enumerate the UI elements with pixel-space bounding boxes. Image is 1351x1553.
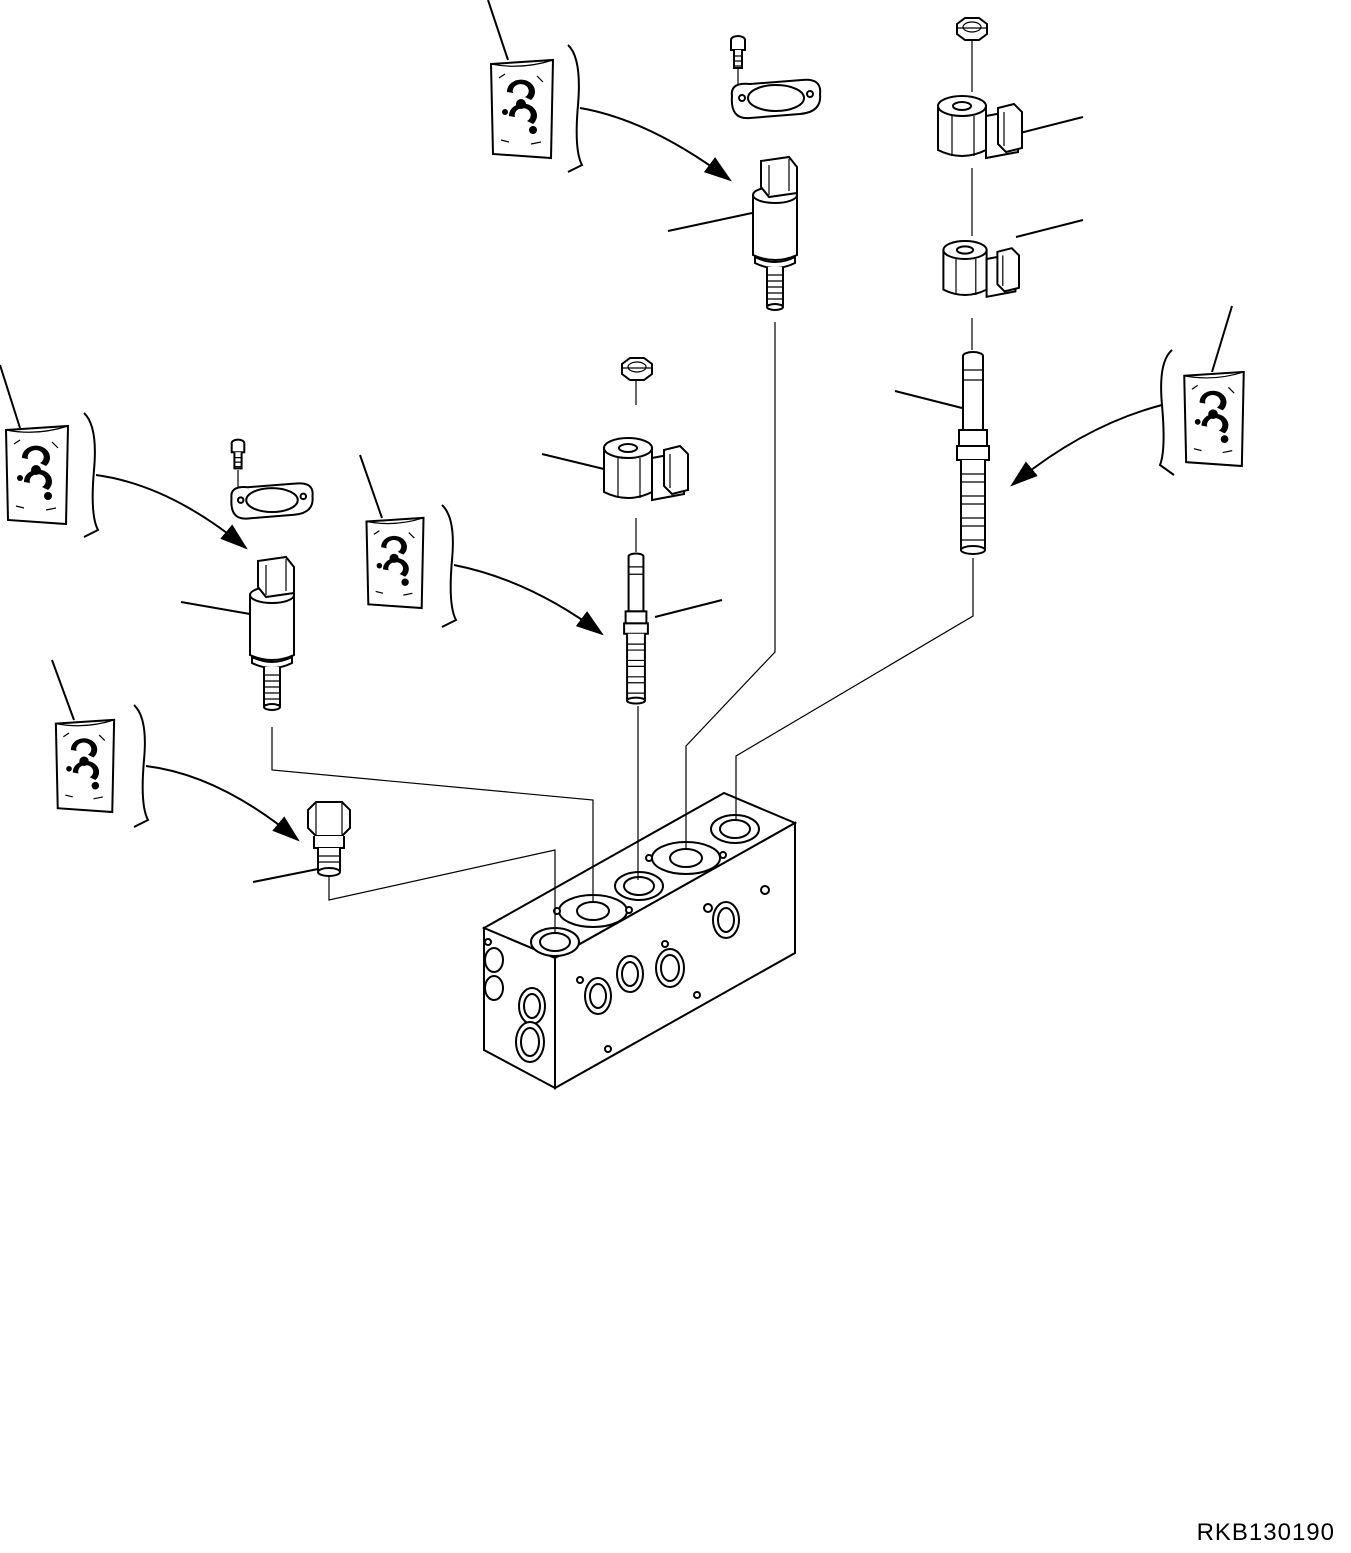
sealant-packet-1 bbox=[488, 0, 732, 182]
figure-code: RKB130190 bbox=[1196, 1519, 1335, 1546]
cap-screw bbox=[230, 438, 246, 470]
cartridge-valve-stem-centre bbox=[623, 552, 649, 705]
arrowhead-icon bbox=[96, 475, 248, 550]
sealant-packet-icon bbox=[5, 425, 69, 525]
sealant-packet-icon bbox=[1183, 370, 1245, 467]
mounting-flange bbox=[730, 78, 822, 120]
cartridge-valve-stem-right bbox=[956, 351, 990, 555]
arrowhead-icon bbox=[454, 565, 604, 636]
sealant-packet-4 bbox=[52, 660, 300, 842]
sealant-packet-icon bbox=[54, 718, 116, 813]
solenoid-valve-top bbox=[730, 35, 822, 312]
solenoid-stack-centre bbox=[602, 357, 690, 705]
sealant-packet-icon bbox=[490, 59, 554, 159]
arrowhead-icon bbox=[146, 766, 300, 842]
sealant-packet-2 bbox=[0, 365, 248, 550]
sealant-packet-5 bbox=[1010, 306, 1245, 487]
mounting-flange bbox=[230, 482, 314, 520]
callout-leaders bbox=[181, 117, 1083, 882]
sealant-packet-icon bbox=[365, 516, 425, 609]
plug bbox=[308, 802, 350, 876]
solenoid-coil-upper bbox=[937, 95, 1023, 159]
cap-screw bbox=[730, 35, 746, 69]
solenoid-valve-body bbox=[751, 155, 799, 312]
sealant-packet-3 bbox=[360, 455, 604, 636]
hex-nut bbox=[621, 357, 653, 381]
installation-lines bbox=[238, 40, 973, 933]
arrowhead-icon bbox=[1010, 405, 1162, 487]
solenoid-valve-body bbox=[248, 555, 296, 712]
solenoid-valve-left bbox=[230, 438, 314, 712]
end-ports bbox=[485, 939, 545, 1062]
side-ports bbox=[577, 886, 769, 1052]
solenoid-coil-centre bbox=[602, 436, 690, 502]
valve-block bbox=[484, 793, 795, 1088]
top-port-4 bbox=[646, 842, 726, 874]
arrowhead-icon bbox=[580, 108, 732, 182]
top-port-3 bbox=[615, 872, 663, 900]
hex-nut bbox=[956, 17, 988, 41]
solenoid-stack-right bbox=[937, 17, 1023, 555]
solenoid-coil-lower bbox=[942, 239, 1021, 298]
top-port-5 bbox=[711, 815, 759, 843]
